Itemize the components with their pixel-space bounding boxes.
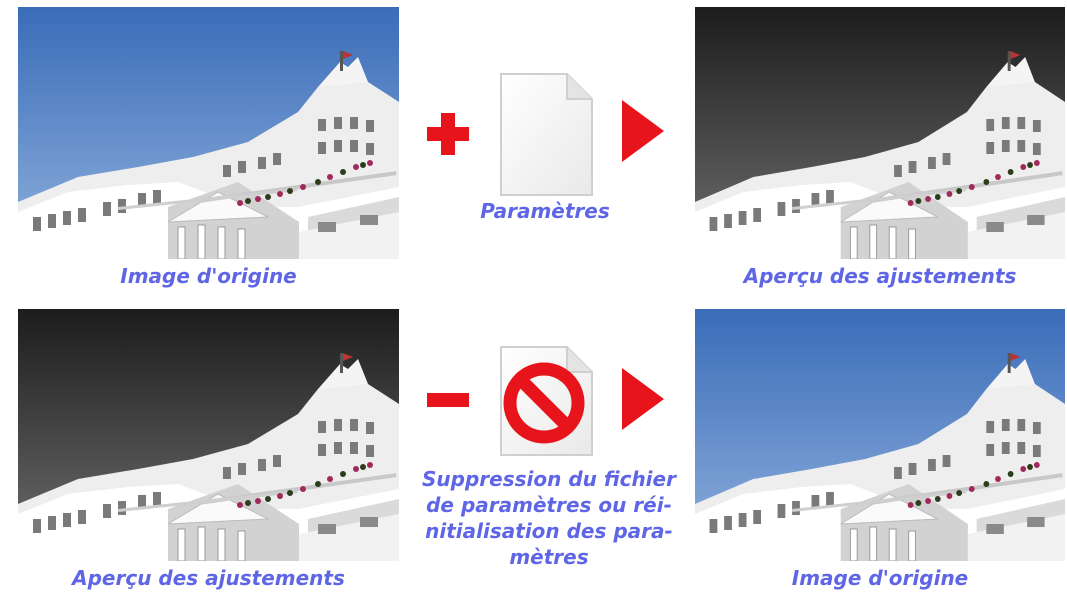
- plus-icon: [427, 113, 469, 155]
- settings-file-caption: Paramètres: [480, 199, 610, 223]
- adjustments-preview-caption: Aperçu des ajustements: [72, 566, 345, 590]
- play-arrow-icon: [622, 100, 664, 162]
- original-image-caption: Image d'origine: [791, 566, 969, 590]
- delete-or-reset-caption: Suppression du fichier de paramètres ou …: [422, 467, 676, 569]
- adjustments-preview-photo: [18, 309, 399, 561]
- prohibited-document-icon: [497, 345, 594, 457]
- prohibited-icon: [503, 362, 585, 444]
- adjustments-preview-caption: Aperçu des ajustements: [743, 264, 1017, 288]
- adjustments-preview-photo: [695, 7, 1065, 259]
- original-image-photo: [18, 7, 399, 259]
- original-image-caption: Image d'origine: [120, 264, 297, 288]
- document-icon: [497, 72, 594, 197]
- play-arrow-icon: [622, 368, 664, 430]
- original-image-photo: [695, 309, 1065, 561]
- minus-icon: [427, 390, 469, 410]
